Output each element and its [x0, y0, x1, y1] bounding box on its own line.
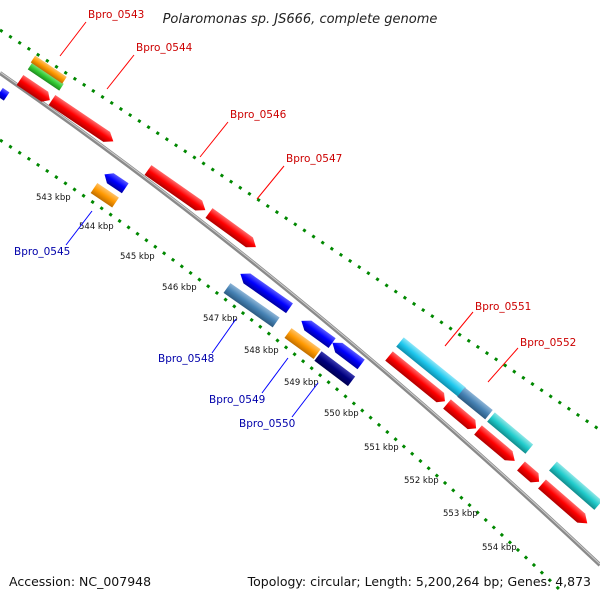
gene-rev-edge	[0, 87, 10, 101]
gene-label-bpro-0546[interactable]: Bpro_0546	[230, 109, 287, 121]
leader-line	[291, 382, 319, 418]
leader-line	[487, 347, 519, 383]
gene-bpro-0551	[396, 337, 466, 398]
genome-backbone	[0, 71, 600, 567]
tick-label: 543 kbp	[36, 193, 71, 203]
map-title: Polaromonas sp. JS666, complete genome	[163, 12, 438, 27]
gene-fwd-red-a	[385, 351, 445, 403]
gene-bpro-0543-red	[16, 75, 50, 102]
tick-label: 548 kbp	[244, 346, 279, 356]
gene-bpro-0547	[205, 208, 256, 248]
leader-line	[106, 54, 135, 90]
gene-bpro-0549	[284, 328, 321, 360]
leader-line	[65, 210, 93, 246]
forward-strand-genes	[16, 55, 600, 524]
gene-label-bpro-0549[interactable]: Bpro_0549	[209, 394, 265, 406]
gene-fwd-red-e	[538, 479, 588, 524]
gene-label-bpro-0545[interactable]: Bpro_0545	[14, 246, 70, 258]
gene-bpro-0550-blue	[332, 342, 365, 370]
kbp-ticks: 543 kbp 544 kbp 545 kbp 546 kbp 547 kbp …	[36, 193, 517, 553]
tick-label: 552 kbp	[404, 476, 439, 486]
leader-line	[261, 357, 289, 394]
leader-line	[444, 311, 474, 347]
gene-bpro-0545	[90, 183, 119, 208]
gene-bpro-0549-blue	[301, 320, 336, 349]
gene-label-bpro-0547[interactable]: Bpro_0547	[286, 153, 342, 165]
tick-label: 545 kbp	[120, 252, 155, 262]
gene-bpro-0545-blue	[104, 173, 129, 194]
gene-bpro-0550	[314, 351, 356, 387]
leader-line	[211, 318, 237, 354]
gene-bpro-0548-blue	[240, 273, 293, 314]
gene-label-bpro-0543[interactable]: Bpro_0543	[88, 9, 144, 21]
tick-label: 553 kbp	[443, 509, 478, 519]
tick-label: 547 kbp	[203, 314, 238, 324]
leader-line	[256, 165, 285, 200]
gene-bpro-0548	[223, 283, 280, 328]
gc-track-inner	[0, 138, 562, 592]
gene-labels: Bpro_0543 Bpro_0544 Bpro_0546 Bpro_0547 …	[14, 9, 576, 430]
gene-fwd-red-d	[517, 461, 540, 483]
gene-fwd-red-c	[474, 425, 515, 461]
gene-bpro-0543	[30, 55, 67, 84]
reverse-strand-genes	[0, 87, 365, 387]
gene-label-bpro-0548[interactable]: Bpro_0548	[158, 353, 214, 365]
gene-label-bpro-0551[interactable]: Bpro_0551	[475, 301, 531, 313]
tick-label: 550 kbp	[324, 409, 359, 419]
leader-line	[199, 121, 229, 158]
gene-bpro-0544	[48, 95, 114, 142]
gene-label-bpro-0550[interactable]: Bpro_0550	[239, 418, 295, 430]
gene-bpro-0551-b	[457, 387, 493, 420]
gene-fwd-red-b	[443, 399, 477, 430]
tick-label: 551 kbp	[364, 443, 399, 453]
tick-label: 549 kbp	[284, 378, 319, 388]
tick-label: 554 kbp	[482, 543, 517, 553]
gene-bpro-0546	[144, 165, 206, 211]
topology-text: Topology: circular; Length: 5,200,264 bp…	[247, 574, 591, 589]
genome-backbone-highlight	[0, 71, 600, 565]
tick-label: 546 kbp	[162, 283, 197, 293]
label-leaders	[59, 21, 519, 418]
gc-track-outer	[0, 28, 600, 432]
gene-label-bpro-0552[interactable]: Bpro_0552	[520, 337, 576, 349]
gene-label-bpro-0544[interactable]: Bpro_0544	[136, 42, 193, 54]
gene-fwd-teal-b	[549, 461, 600, 510]
gene-bpro-0543-green	[27, 62, 64, 91]
leader-line	[59, 21, 87, 57]
tick-label: 544 kbp	[79, 222, 114, 232]
accession-text: Accession: NC_007948	[9, 574, 152, 589]
gene-bpro-0552	[487, 412, 534, 454]
